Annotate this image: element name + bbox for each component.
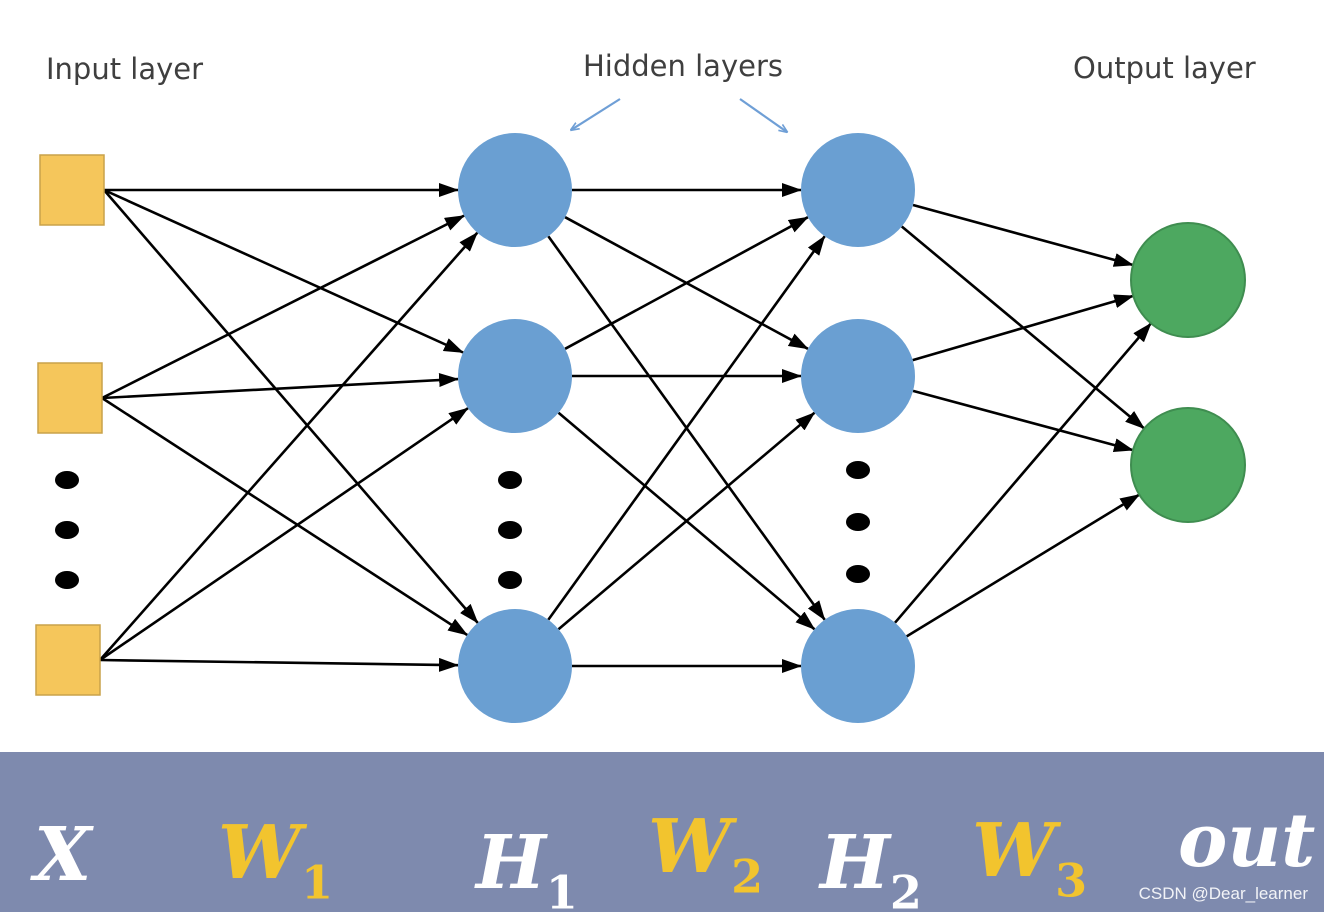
edge-h1-2-h2-1 [564, 216, 809, 350]
hidden1-ellipsis-dot-3 [498, 571, 522, 589]
symbol-w3: W3 [972, 808, 1088, 908]
input-ellipsis-dot-2 [55, 521, 79, 539]
edge-input2-h1-2 [101, 373, 460, 400]
symbol-band: X W1 H1 W2 H2 W3 out CSDN @Dear_learner [0, 752, 1324, 920]
hidden-pointer-left-arrow [571, 98, 621, 130]
hidden2-node-3 [801, 609, 915, 723]
edge-input1-h1-3 [103, 189, 479, 624]
symbol-h1: H1 [476, 820, 578, 920]
network-graph [35, 98, 1246, 723]
symbol-w1: W1 [218, 810, 334, 910]
hidden2-ellipsis-dot-2 [846, 513, 870, 531]
edge-h2-3-out2 [906, 493, 1141, 638]
edge-h2-3-out1 [894, 322, 1152, 624]
symbol-out: out [1178, 798, 1316, 884]
output-layer-label: Output layer [1073, 51, 1256, 85]
input-node-1 [39, 154, 105, 226]
hidden2-node-1 [801, 133, 915, 247]
input-node-3 [35, 624, 101, 696]
symbol-w2: W2 [648, 804, 764, 904]
input-ellipsis-dot-3 [55, 571, 79, 589]
output-node-2 [1130, 407, 1246, 523]
symbol-x: X [34, 812, 92, 898]
symbol-h2: H2 [820, 820, 922, 920]
input-ellipsis-dot-1 [55, 471, 79, 489]
input-layer-label: Input layer [46, 52, 204, 86]
hidden-layers-label: Hidden layers [583, 49, 783, 83]
edge-input3-h1-3 [99, 657, 460, 672]
hidden-layers-pointers [571, 98, 787, 132]
edge-input3-h1-1 [99, 231, 479, 661]
hidden1-ellipsis-dot-2 [498, 521, 522, 539]
hidden1-node-2 [458, 319, 572, 433]
edge-input2-h1-1 [101, 214, 465, 400]
hidden2-ellipsis-dot-1 [846, 461, 870, 479]
edge-h2-2-out1 [912, 294, 1135, 362]
edge-h1-3-h2-2 [557, 411, 816, 631]
edge-input2-h1-3 [101, 396, 469, 637]
hidden1-ellipsis-dot-1 [498, 471, 522, 489]
hidden-pointer-right-arrow [739, 98, 787, 132]
watermark: CSDN @Dear_learner [1138, 884, 1308, 903]
hidden1-node-1 [458, 133, 572, 247]
connections [99, 183, 1152, 673]
hidden2-ellipsis-dot-3 [846, 565, 870, 583]
hidden1-node-3 [458, 609, 572, 723]
network-diagram: Input layer Hidden layers Output layer [35, 49, 1256, 723]
edge-h1-3-h2-1 [547, 235, 826, 621]
input-node-2 [37, 362, 103, 434]
edge-h2-2-out2 [912, 389, 1134, 452]
hidden2-node-2 [801, 319, 915, 433]
edge-input3-h1-2 [99, 407, 469, 662]
edge-input1-h1-2 [103, 188, 464, 354]
output-node-1 [1130, 222, 1246, 338]
edge-h2-1-out1 [912, 203, 1134, 267]
nodes [35, 133, 1246, 723]
